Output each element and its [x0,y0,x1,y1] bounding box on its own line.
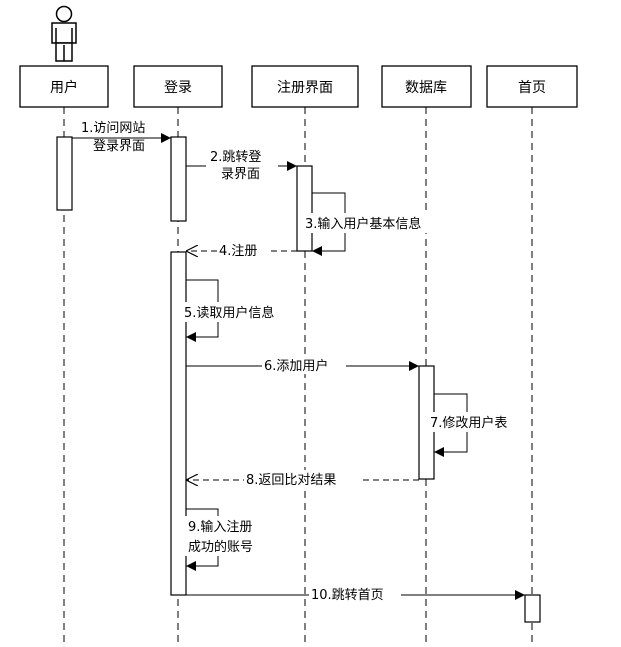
participant-home: 首页 [486,65,578,108]
svg-text:5.读取用户信息: 5.读取用户信息 [184,305,274,321]
svg-text:注册界面: 注册界面 [277,80,333,96]
svg-text:数据库: 数据库 [405,80,447,96]
activation-home [524,594,541,623]
activation-login-1 [170,136,187,222]
svg-text:2.跳转登: 2.跳转登 [210,150,261,165]
activation-user [56,136,73,211]
svg-text:成功的账号: 成功的账号 [188,539,253,555]
svg-text:登录界面: 登录界面 [93,139,145,154]
svg-text:9.输入注册: 9.输入注册 [188,519,252,535]
message-3: 3.输入用户基本信息 [303,192,447,256]
participant-login: 登录 [133,65,223,108]
svg-text:录界面: 录界面 [221,167,260,182]
participant-database: 数据库 [381,65,472,108]
svg-text:1.访问网站: 1.访问网站 [81,121,145,136]
participant-register: 注册界面 [251,65,359,108]
participant-user: 用户 [19,65,109,108]
svg-text:3.输入用户基本信息: 3.输入用户基本信息 [305,216,421,232]
message-1: 1.访问网站 登录界面 [72,121,171,154]
message-6: 6.添加用户 [186,356,419,374]
message-4: 4.注册 [186,242,297,260]
svg-text:10.跳转首页: 10.跳转首页 [311,588,384,603]
message-5: 5.读取用户信息 [182,279,294,342]
svg-text:用户: 用户 [50,79,78,96]
svg-text:登录: 登录 [164,80,192,96]
svg-text:4.注册: 4.注册 [219,244,257,259]
svg-text:8.返回比对结果: 8.返回比对结果 [246,473,336,488]
svg-text:7.修改用户表: 7.修改用户表 [430,415,507,431]
message-2: 2.跳转登 录界面 [186,147,297,182]
activation-login-2 [170,251,187,596]
message-10: 10.跳转首页 [186,585,525,603]
svg-text:6.添加用户: 6.添加用户 [264,358,328,374]
message-7: 7.修改用户表 [428,393,526,457]
user-actor-icon [51,5,77,62]
message-8: 8.返回比对结果 [186,470,419,488]
activation-register [296,165,313,252]
svg-text:首页: 首页 [518,80,546,96]
message-9: 9.输入注册 成功的账号 [182,508,274,571]
